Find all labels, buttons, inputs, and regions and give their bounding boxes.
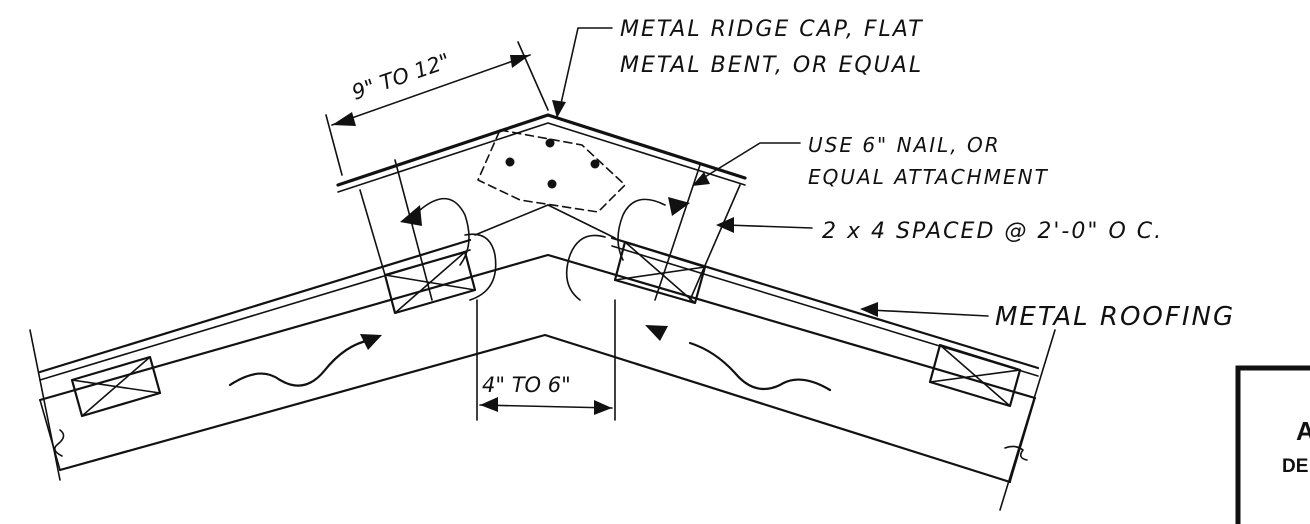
metal-ridge-cap	[336, 113, 747, 193]
nail-dot	[505, 157, 515, 167]
label-metal-roofing: METAL ROOFING	[995, 302, 1235, 332]
callouts: METAL RIDGE CAP, FLAT METAL BENT, OR EQU…	[620, 17, 1235, 332]
airflow-arrows	[228, 197, 832, 392]
ridge-supports	[359, 159, 741, 301]
label-ridge-cap-line1: METAL RIDGE CAP, FLAT	[620, 17, 924, 42]
purlin-left-low	[70, 355, 162, 418]
title-box: A DE	[1235, 365, 1310, 524]
dimension-ridge-gap: 4" TO 6"	[476, 299, 616, 421]
dimension-cap-overlap: 9" TO 12"	[325, 41, 549, 176]
purlin-left-high	[383, 250, 477, 315]
nail-dot	[547, 179, 557, 189]
nail-plate	[477, 129, 626, 213]
label-nail-line2: EQUAL ATTACHMENT	[808, 165, 1049, 189]
title-box-line1: A	[1296, 416, 1310, 446]
roof-deck	[38, 236, 1040, 381]
rafter	[29, 253, 1056, 511]
nail-dot	[545, 138, 555, 148]
dimension-text-ridge-gap: 4" TO 6"	[482, 373, 571, 397]
label-spacing: 2 x 4 SPACED @ 2'-0" O C.	[822, 219, 1163, 244]
label-nail-line1: USE 6" NAIL, OR	[808, 133, 1001, 157]
nail-dot	[590, 159, 600, 169]
title-box-line2: DE	[1282, 456, 1308, 477]
leader-lines	[552, 27, 989, 317]
dimension-text-cap-overlap: 9" TO 12"	[349, 49, 453, 105]
label-ridge-cap-line2: METAL BENT, OR EQUAL	[620, 53, 923, 78]
purlin-right-high	[613, 240, 707, 305]
purlin-right-low	[928, 343, 1022, 408]
